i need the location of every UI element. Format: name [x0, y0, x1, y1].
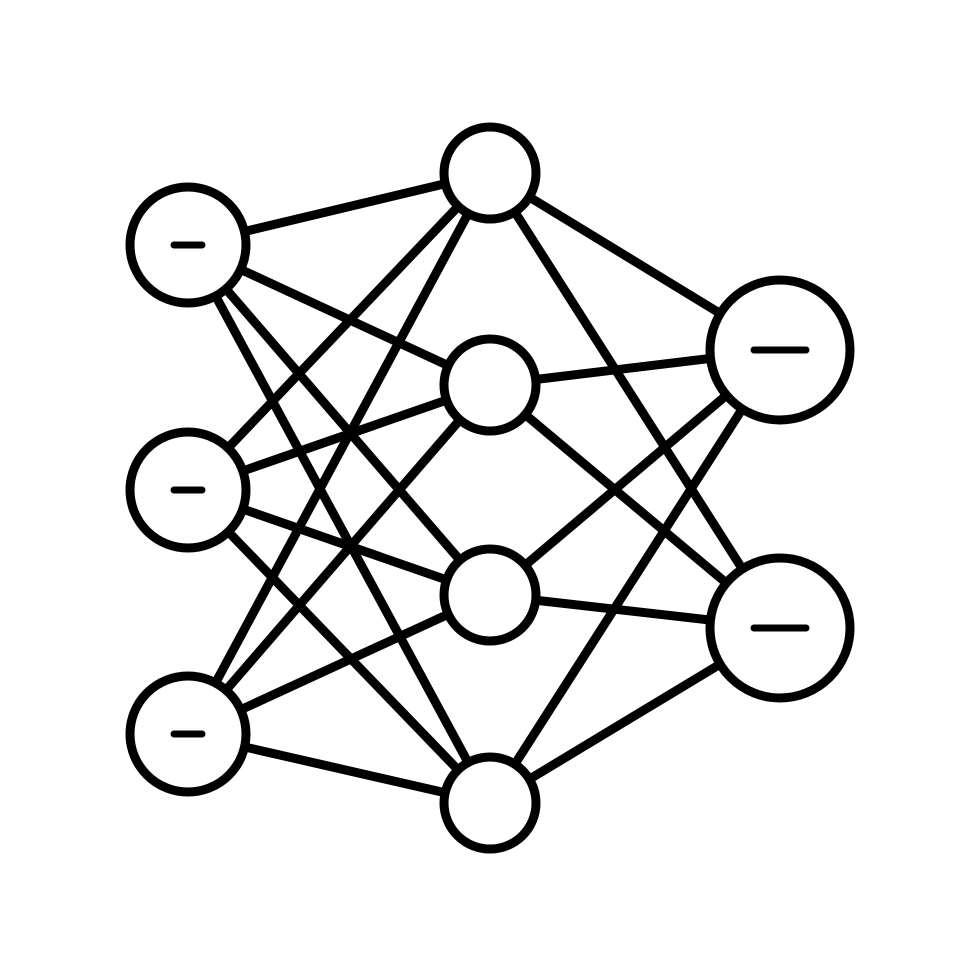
output-node-2 [705, 553, 855, 703]
network-nodes [125, 122, 855, 854]
edge-input-2-to-hidden-1 [183, 168, 495, 495]
input-node-1 [125, 182, 251, 308]
hidden-node-1 [439, 122, 541, 224]
edge-hidden-4-to-output-1 [485, 345, 785, 808]
output-node-1 [705, 275, 855, 425]
hidden-node-circle [439, 544, 541, 646]
hidden-node-circle [439, 334, 541, 436]
input-node-2 [125, 427, 251, 553]
hidden-node-circle [439, 122, 541, 224]
edge-input-2-to-hidden-4 [183, 485, 495, 808]
edge-input-3-to-hidden-1 [183, 168, 495, 739]
connection-lines [183, 168, 785, 808]
hidden-node-4 [439, 752, 541, 854]
edge-input-1-to-hidden-3 [183, 240, 495, 600]
edge-hidden-1-to-output-2 [485, 168, 785, 633]
hidden-node-2 [439, 334, 541, 436]
input-node-3 [125, 671, 251, 797]
edge-input-1-to-hidden-4 [183, 240, 495, 808]
edge-input-3-to-hidden-2 [183, 380, 495, 739]
hidden-node-3 [439, 544, 541, 646]
hidden-node-circle [439, 752, 541, 854]
